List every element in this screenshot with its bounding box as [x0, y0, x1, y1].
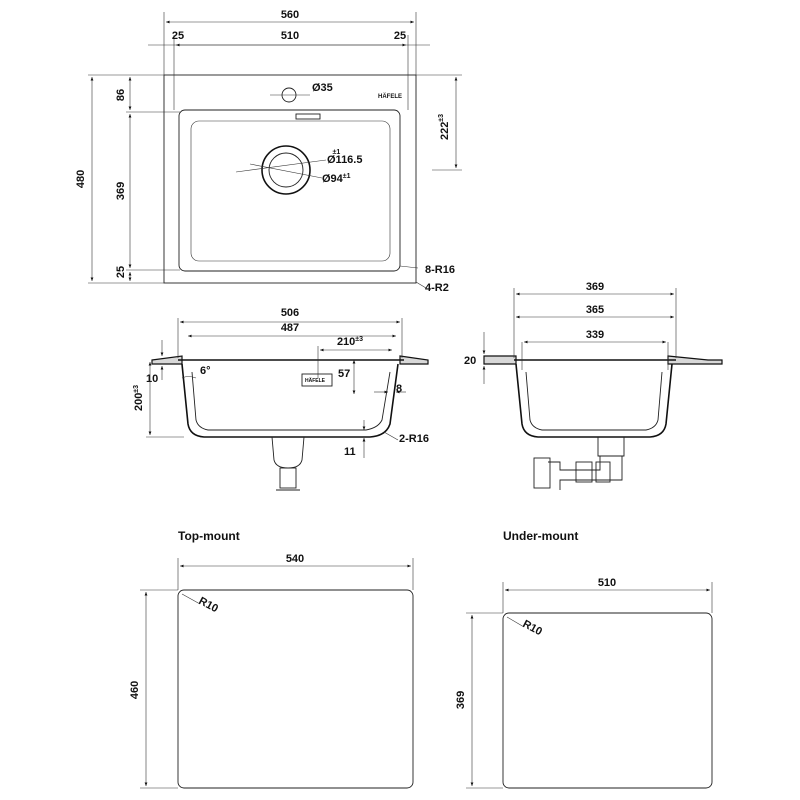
dim-top-mount-height: 460: [129, 681, 141, 699]
dim-bottom: 11: [344, 446, 356, 458]
overflow-plate: [301, 373, 333, 387]
sink-outline: [163, 74, 417, 284]
front-section: 506 487 210±3 HÄFELE 57 6° 10 200±3 8: [133, 307, 429, 491]
bowl-inner: [190, 120, 391, 262]
dim-under-mount-width: 510: [598, 577, 616, 589]
top-mount-radius-label: R10: [197, 595, 220, 615]
outer-radius-label: 4-R2: [425, 282, 449, 294]
drain-outer-label: Ø116.5±1: [327, 149, 362, 166]
overflow-slot: [295, 113, 321, 120]
angle-label: 6°: [200, 365, 211, 377]
dim-front-overall: 506: [281, 307, 299, 319]
dim-side-mid: 365: [586, 304, 604, 316]
dim-right-rim: 25: [394, 30, 406, 42]
under-mount-outline: [502, 612, 713, 789]
dim-under-mount-height: 369: [455, 691, 467, 709]
drain-inner-circle: [268, 152, 304, 188]
dim-front-rim: 25: [115, 266, 127, 278]
brand-label-front: HÄFELE: [305, 377, 326, 384]
dim-overall-width: 560: [281, 9, 299, 21]
under-mount-heading: Under-mount: [503, 529, 578, 543]
bottom-radius-label: 2-R16: [399, 433, 429, 445]
dim-wall: 8: [396, 383, 402, 395]
side-section: 369 365 339 20: [464, 281, 723, 490]
tap-hole-label: Ø35: [312, 82, 333, 94]
dim-front-depth: 200±3: [133, 385, 145, 411]
dim-rear-rim: 86: [115, 89, 127, 101]
dim-overall-depth: 480: [75, 170, 87, 188]
dim-side-overall: 369: [586, 281, 604, 293]
top-mount-heading: Top-mount: [178, 529, 240, 543]
dim-side-flange: 20: [464, 355, 476, 367]
top-mount-cutout: Top-mount 540 460 R10: [129, 529, 414, 789]
dim-bowl-depth: 369: [115, 182, 127, 200]
drain-inner-label: Ø94±1: [322, 173, 351, 185]
dim-overflow-height: 57: [338, 368, 350, 380]
bowl-outer: [178, 109, 401, 272]
dim-inner-width: 510: [281, 30, 299, 42]
dim-drain-to-rear: 222±3: [438, 114, 451, 140]
under-mount-radius-label: R10: [521, 618, 544, 638]
dim-left-rim: 25: [172, 30, 184, 42]
under-mount-cutout: Under-mount 510 369 R10: [455, 529, 713, 789]
drain-outer-circle: [261, 145, 311, 195]
dim-top-mount-width: 540: [286, 553, 304, 565]
top-view: 560 25 510 25 480 86 369 25 Ø35 HÄFELE 2…: [75, 9, 462, 294]
dim-side-inner: 339: [586, 329, 604, 341]
brand-label-top: HÄFELE: [378, 93, 402, 100]
dim-flange-front: 10: [146, 373, 158, 385]
dim-front-inner: 487: [281, 322, 299, 334]
inner-radius-label: 8-R16: [425, 264, 455, 276]
top-mount-outline: [177, 589, 414, 789]
dim-overflow-offset: 210±3: [337, 336, 363, 348]
